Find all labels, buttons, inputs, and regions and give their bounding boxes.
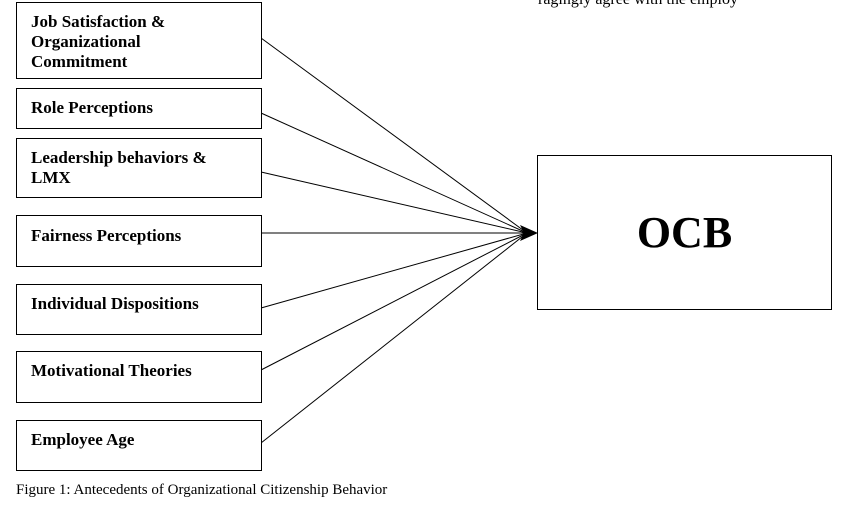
- arrowhead-icon: [520, 225, 538, 241]
- arrow-line-employee-age: [260, 232, 528, 444]
- antecedent-box-employee-age: Employee Age: [16, 420, 262, 471]
- arrow-line-individual-dispositions: [260, 232, 528, 309]
- antecedent-label: Motivational Theories: [31, 361, 192, 380]
- antecedent-label: Fairness Perceptions: [31, 226, 182, 245]
- antecedent-box-leadership: Leadership behaviors & LMX: [16, 138, 262, 198]
- figure-caption: Figure 1: Antecedents of Organizational …: [16, 482, 388, 498]
- antecedent-label: Individual Dispositions: [31, 294, 199, 313]
- antecedent-box-individual-dispositions: Individual Dispositions: [16, 284, 262, 335]
- antecedent-box-job-satisfaction: Job Satisfaction & Organizational Commit…: [16, 2, 262, 79]
- outcome-label: OCB: [636, 208, 733, 257]
- arrow-line-leadership: [260, 171, 528, 234]
- arrow-line-role-perceptions: [260, 112, 528, 234]
- antecedent-label: Employee Age: [31, 430, 135, 449]
- arrow-line-motivational-theories: [260, 232, 528, 371]
- antecedent-box-fairness: Fairness Perceptions: [16, 215, 262, 267]
- antecedent-label: Role Perceptions: [31, 98, 153, 117]
- page-text-fragment: ragingly agree with the employ: [538, 0, 738, 10]
- arrow-line-job-satisfaction: [260, 37, 528, 234]
- antecedent-label: Job Satisfaction & Organizational Commit…: [31, 12, 166, 71]
- antecedent-box-motivational-theories: Motivational Theories: [16, 351, 262, 403]
- outcome-box-ocb: OCB: [537, 155, 832, 310]
- antecedent-box-role-perceptions: Role Perceptions: [16, 88, 262, 129]
- antecedent-label: Leadership behaviors & LMX: [31, 148, 207, 187]
